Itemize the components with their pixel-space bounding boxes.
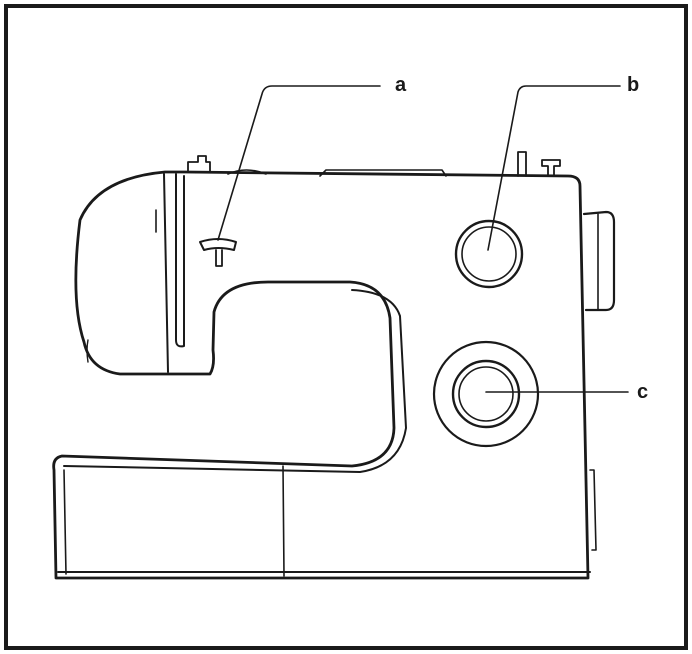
top-lid (319, 169, 447, 177)
bobbin-winder-spindle (187, 155, 211, 173)
arm-inner-line (63, 289, 407, 473)
callout-leaders (217, 85, 629, 393)
leader-a (217, 85, 381, 241)
leader-b (487, 85, 621, 251)
side-slot (589, 469, 597, 551)
thread-guide (199, 238, 237, 251)
spool-pin (517, 151, 527, 177)
callout-label-b: b (627, 74, 639, 96)
head-cover (163, 173, 169, 373)
machine-outline (52, 170, 590, 580)
callout-label-a: a (395, 74, 407, 96)
thread-guide-stem (215, 249, 223, 267)
diagram-frame (4, 4, 688, 650)
sewing-machine-body (52, 151, 616, 580)
needle-bar-housing (175, 173, 185, 348)
extension-table-seam (282, 465, 285, 577)
head-lower-rim (86, 339, 89, 363)
pattern-selector-dial (432, 340, 540, 448)
spool-pin-cap (541, 159, 561, 177)
base-side (63, 469, 67, 575)
top-cover (227, 169, 267, 175)
stitch-length-dial (454, 219, 524, 289)
handwheel (582, 210, 616, 312)
callout-label-c: c (637, 381, 648, 403)
